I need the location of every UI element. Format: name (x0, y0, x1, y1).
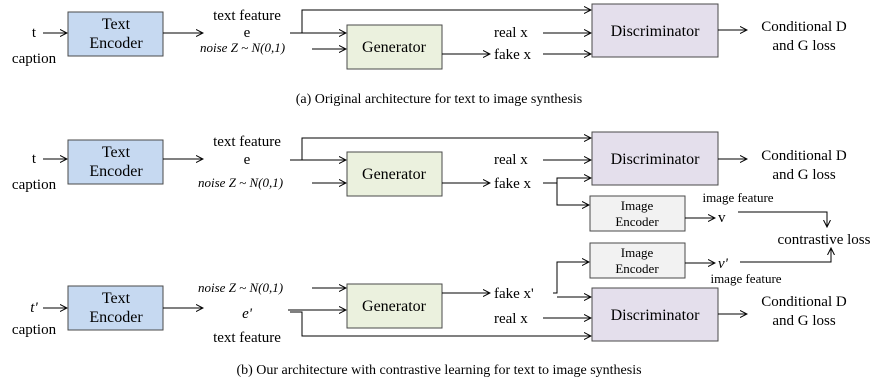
image-encoder-box (589, 242, 686, 279)
arrow-v-prime-to-contrastive-loss (740, 248, 831, 263)
generator-box (346, 283, 443, 329)
panel-a: t caption Text Encoder text feature e no… (12, 3, 847, 107)
real-x-label: real x (494, 152, 528, 168)
arrow-e-prime-to-discriminator (290, 311, 591, 336)
e-prime-label: e' (242, 306, 253, 322)
text-feature-label: text feature (213, 330, 281, 346)
image-feature-label: image feature (702, 190, 773, 205)
image-encoder-label: Image (621, 198, 654, 213)
text-encoder-label: Text (102, 16, 131, 33)
input-t-prime: t' (30, 300, 38, 316)
discriminator-label: Discriminator (611, 23, 701, 40)
text-encoder-box (67, 285, 164, 331)
input-t: t (32, 151, 37, 167)
generator-label: Generator (362, 166, 427, 183)
image-encoder-label: Image (621, 245, 654, 260)
input-t: t (32, 25, 37, 41)
loss-label: Conditional D (761, 294, 847, 310)
contrastive-loss-label: contrastive loss (778, 232, 871, 248)
text-encoder-label: Text (102, 290, 131, 307)
loss-label: Conditional D (761, 148, 847, 164)
arrow-fake-x-prime-to-image-encoder (553, 262, 589, 294)
text-encoder-box (67, 139, 164, 185)
image-feature-label: image feature (710, 271, 781, 286)
generator-box (346, 151, 443, 197)
generator-label: Generator (362, 298, 427, 315)
text-feature-label: text feature (213, 134, 281, 150)
arrow-e-to-discriminator (290, 10, 591, 34)
image-encoder-label: Encoder (615, 214, 659, 229)
image-encoder-label: Encoder (615, 261, 659, 276)
text-encoder-box (67, 11, 164, 57)
caption-label: caption (12, 322, 57, 338)
arrow-v-to-contrastive-loss (738, 211, 827, 227)
arrow-fake-x-to-discriminator (543, 178, 591, 184)
text-encoder-label: Encoder (89, 309, 143, 326)
loss-label: Conditional D (761, 19, 847, 35)
discriminator-box (591, 287, 719, 342)
noise-label: noise Z ~ N(0,1) (198, 175, 283, 190)
caption-label: caption (12, 51, 57, 67)
fake-x-label: fake x (494, 47, 532, 63)
caption-label: caption (12, 177, 57, 193)
v-label: v (718, 210, 726, 226)
image-encoder-box (589, 195, 686, 232)
e-label: e (244, 152, 251, 168)
caption-b: (b) Our architecture with contrastive le… (236, 363, 641, 378)
panel-b: t caption Text Encoder text feature e no… (12, 131, 871, 378)
generator-box (346, 24, 443, 70)
caption-a: (a) Original architecture for text to im… (296, 92, 583, 107)
v-prime-label: v' (718, 256, 729, 272)
fake-x-prime-label: fake x' (494, 286, 534, 302)
discriminator-label: Discriminator (611, 151, 701, 168)
discriminator-label: Discriminator (611, 307, 701, 324)
e-label: e (244, 25, 251, 41)
text-encoder-label: Text (102, 144, 131, 161)
noise-label: noise Z ~ N(0,1) (200, 40, 285, 55)
real-x-label: real x (494, 311, 528, 327)
loss-label: and G loss (772, 38, 835, 54)
arrow-e-to-discriminator (290, 138, 591, 161)
discriminator-box (591, 131, 719, 186)
arrow-fake-x-to-image-encoder (556, 183, 589, 205)
loss-label: and G loss (772, 313, 835, 329)
fake-x-label: fake x (494, 176, 532, 192)
real-x-label: real x (494, 25, 528, 41)
text-encoder-label: Encoder (89, 163, 143, 180)
noise-label: noise Z ~ N(0,1) (198, 280, 283, 295)
text-encoder-label: Encoder (89, 35, 143, 52)
text-feature-label: text feature (213, 8, 281, 24)
generator-label: Generator (362, 39, 427, 56)
loss-label: and G loss (772, 167, 835, 183)
